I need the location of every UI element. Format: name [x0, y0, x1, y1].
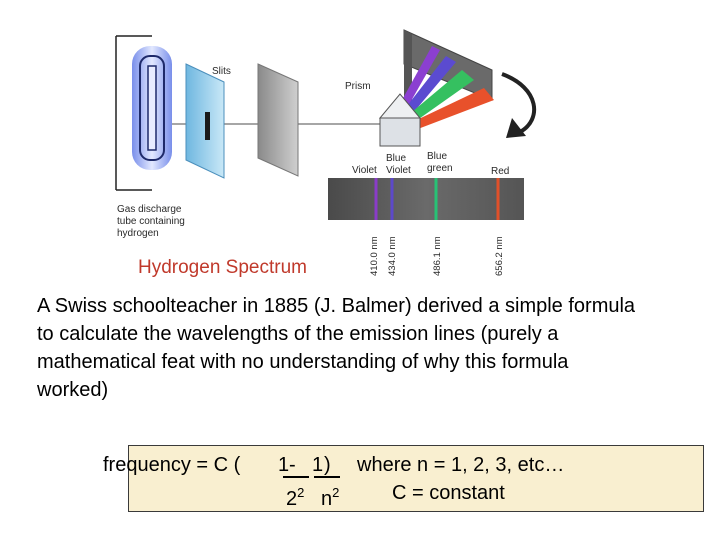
wavelength-label-2: 434.0 nm [387, 236, 398, 276]
body-paragraph: A Swiss schoolteacher in 1885 (J. Balmer… [37, 295, 636, 401]
denominator-1-exponent: 2 [297, 485, 305, 500]
fraction-bar-1 [283, 476, 309, 478]
formula-box [128, 445, 704, 512]
formula-prefix: frequency = C ( [103, 454, 241, 476]
formula-minus: - [289, 454, 296, 476]
wavelength-label-4: 656.2 nm [494, 236, 505, 276]
tube-label: Gas discharge tube containing hydrogen [117, 204, 185, 239]
denominator-1: 22 [286, 481, 304, 511]
blue-green-label: Blue green [427, 151, 453, 174]
spectrum-strip [328, 178, 524, 220]
formula-numerator-2: 1 [312, 454, 324, 476]
hydrogen-spectrum-figure: Slits Prism Violet Blue Violet Blue gree… [115, 29, 537, 278]
violet-label: Violet [352, 165, 377, 176]
figure-title: Hydrogen Spectrum [138, 257, 307, 278]
formula-numerator-1: 1 [278, 454, 290, 476]
slits-label: Slits [212, 66, 231, 77]
formula-where: where n = 1, 2, 3, etc… [357, 454, 565, 476]
wavelength-label-3: 486.1 nm [432, 236, 443, 276]
discharge-tube [132, 46, 172, 170]
dispersed-rays [392, 46, 494, 132]
curved-arrow [501, 72, 537, 134]
spectroscope-diagram [115, 29, 537, 220]
spectral-lines [374, 178, 500, 220]
denominator-2-base: n [321, 488, 333, 510]
wavelength-label-1: 410.0 nm [369, 236, 380, 276]
prism [379, 117, 421, 147]
tube-bracket [115, 35, 152, 191]
denominator-2-exponent: 2 [332, 485, 340, 500]
constant-definition: C = constant [392, 482, 505, 504]
denominator-2: n2 [321, 481, 339, 511]
aperture-plate [257, 63, 299, 177]
arrow-head [506, 118, 526, 138]
formula-close-paren: ) [324, 454, 331, 476]
red-label: Red [491, 166, 510, 177]
blue-violet-label: Blue Violet [386, 153, 411, 176]
denominator-1-base: 2 [286, 488, 298, 510]
prism-label: Prism [345, 81, 371, 92]
fraction-bar-2 [314, 476, 340, 478]
